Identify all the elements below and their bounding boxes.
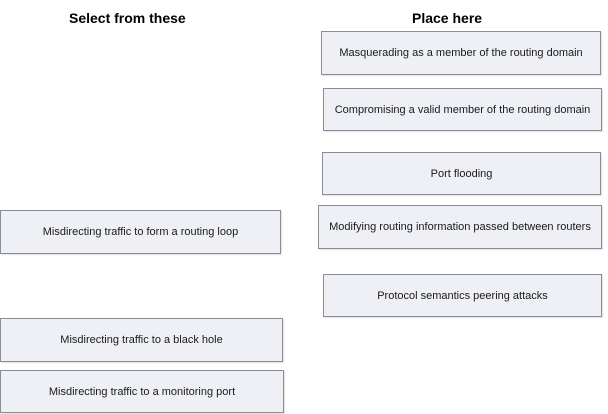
source-item-routing-loop[interactable]: Misdirecting traffic to form a routing l… [0, 210, 281, 254]
target-item-label: Masquerading as a member of the routing … [339, 47, 583, 59]
target-item-masquerading[interactable]: Masquerading as a member of the routing … [321, 31, 601, 75]
target-item-modifying-routing-info[interactable]: Modifying routing information passed bet… [318, 205, 602, 249]
source-column-header: Select from these [69, 10, 186, 26]
source-item-label: Misdirecting traffic to form a routing l… [42, 226, 239, 238]
source-item-monitoring-port[interactable]: Misdirecting traffic to a monitoring por… [0, 370, 284, 413]
source-item-black-hole[interactable]: Misdirecting traffic to a black hole [0, 318, 283, 362]
source-item-label: Misdirecting traffic to a black hole [60, 334, 223, 346]
target-item-compromising[interactable]: Compromising a valid member of the routi… [323, 88, 602, 131]
target-column-header: Place here [412, 10, 483, 26]
target-item-label: Modifying routing information passed bet… [329, 221, 591, 233]
source-item-label: Misdirecting traffic to a monitoring por… [48, 385, 236, 398]
target-item-label: Protocol semantics peering attacks [377, 289, 548, 302]
target-item-port-flooding[interactable]: Port flooding [322, 152, 601, 195]
target-item-label: Compromising a valid member of the routi… [334, 103, 591, 116]
target-item-label: Port flooding [430, 167, 493, 180]
target-item-protocol-semantics[interactable]: Protocol semantics peering attacks [323, 274, 602, 317]
